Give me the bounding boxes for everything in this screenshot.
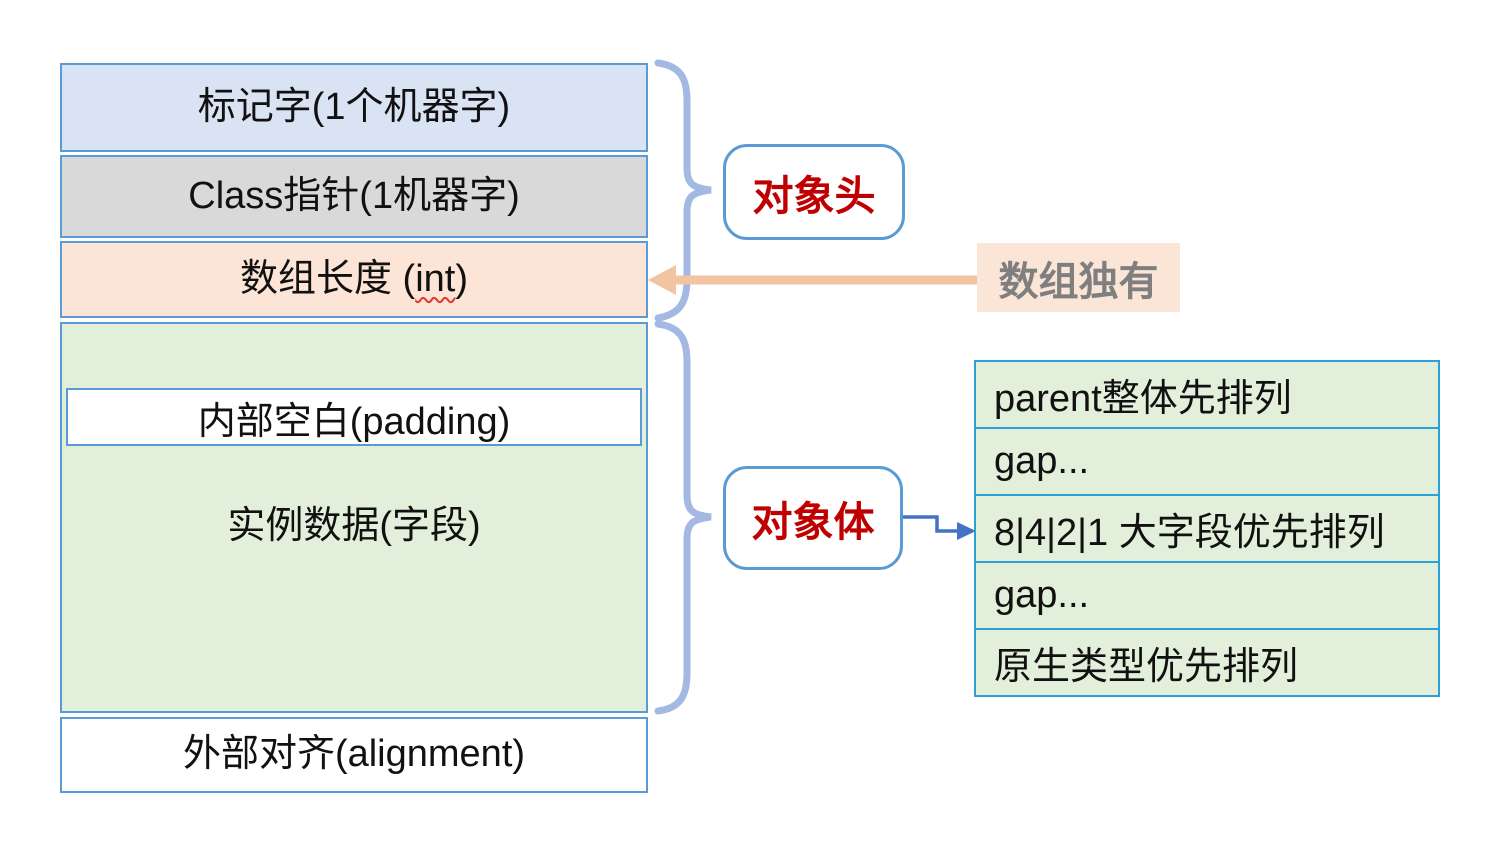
array-only-label: 数组独有 bbox=[998, 259, 1159, 304]
object-body-brace bbox=[654, 320, 712, 715]
internal-padding-box: 内部空白(padding) bbox=[66, 388, 642, 446]
internal-padding-label: 内部空白(padding) bbox=[197, 400, 511, 443]
object-header-brace bbox=[654, 59, 712, 322]
object-body-box bbox=[60, 322, 648, 713]
object-body-callout: 对象体 bbox=[723, 466, 903, 570]
mark-word-label: 标记字(1个机器字) bbox=[197, 85, 511, 128]
object-header-callout: 对象头 bbox=[723, 144, 905, 240]
table-row: gap... bbox=[976, 429, 1438, 496]
table-row-label: gap... bbox=[994, 574, 1090, 616]
table-row-label: 原生类型优先排列 bbox=[994, 646, 1299, 688]
instance-data-label: 实例数据(字段) bbox=[227, 505, 481, 547]
table-row-label: 8|4|2|1 大字段优先排列 bbox=[994, 512, 1385, 554]
table-row: gap... bbox=[976, 563, 1438, 630]
alignment-box: 外部对齐(alignment) bbox=[60, 717, 648, 793]
table-row: 8|4|2|1 大字段优先排列 bbox=[976, 496, 1438, 563]
array-length-label: 数组长度 (int) bbox=[239, 257, 468, 300]
object-body-label: 对象体 bbox=[751, 499, 875, 545]
array-length-type: int bbox=[415, 257, 456, 300]
table-row-label: gap... bbox=[994, 440, 1090, 482]
table-row: 原生类型优先排列 bbox=[976, 630, 1438, 695]
table-row: parent整体先排列 bbox=[976, 362, 1438, 429]
array-only-tag: 数组独有 bbox=[977, 243, 1180, 312]
object-header-label: 对象头 bbox=[752, 173, 876, 219]
class-pointer-box: Class指针(1机器字) bbox=[60, 155, 648, 238]
table-row-label: parent整体先排列 bbox=[994, 378, 1292, 420]
field-order-table: parent整体先排列 gap... 8|4|2|1 大字段优先排列 gap..… bbox=[974, 360, 1440, 697]
object-body-arrow-line bbox=[903, 515, 959, 533]
mark-word-box: 标记字(1个机器字) bbox=[60, 63, 648, 152]
alignment-label: 外部对齐(alignment) bbox=[182, 733, 526, 776]
array-length-box: 数组长度 (int) bbox=[60, 241, 648, 318]
array-only-arrow-head bbox=[648, 265, 676, 295]
class-pointer-label: Class指针(1机器字) bbox=[188, 174, 520, 217]
